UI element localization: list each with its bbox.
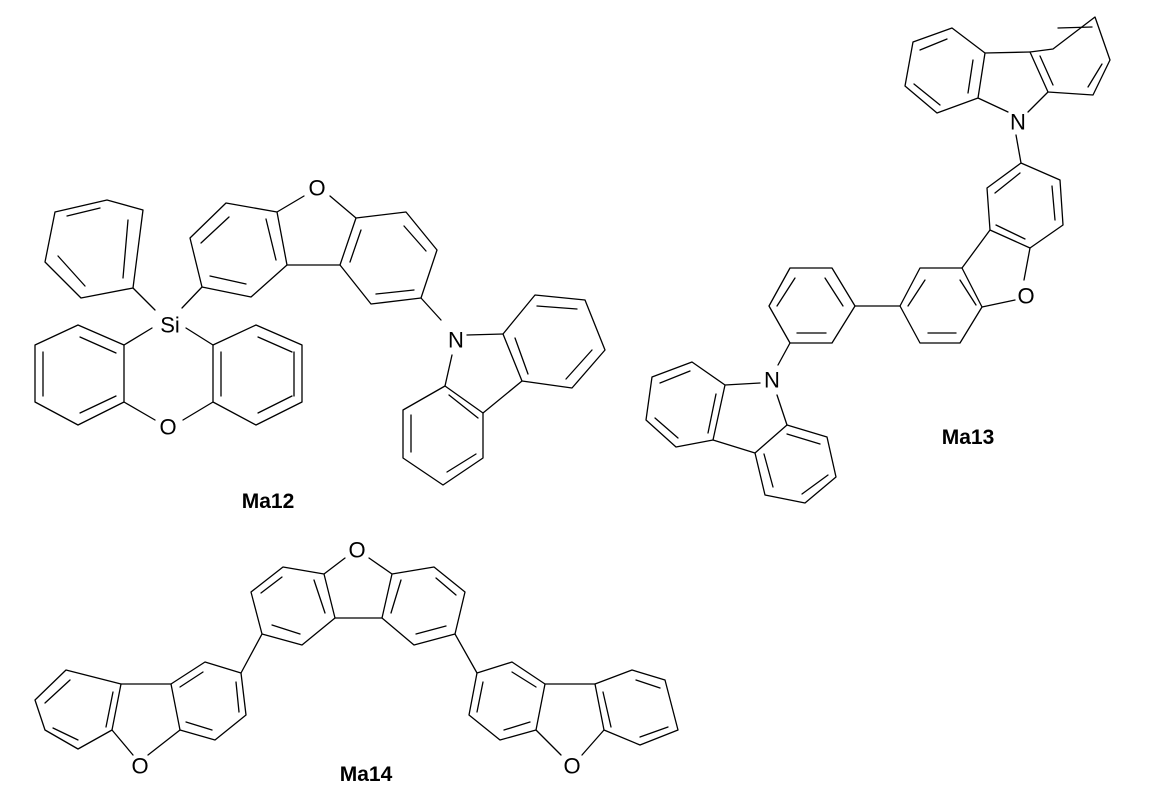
compound-ma12: Si O O N (34, 176, 606, 513)
ma13-n-atom-top: N (1010, 110, 1026, 135)
ma14-right-dibenzofuran: O (468, 661, 679, 779)
ma12-dibenzofuran-right-ring (339, 211, 438, 305)
ma14-o-atom-center: O (348, 538, 365, 563)
ma12-left-benzo-ring (34, 324, 125, 426)
ma12-label: Ma12 (242, 490, 295, 513)
ma13-o-atom: O (1017, 284, 1034, 309)
ma12-o-atom-phenoxasiline: O (159, 415, 176, 440)
ma14-label: Ma14 (340, 763, 393, 786)
compound-ma14: O O (34, 538, 679, 786)
ma13-label: Ma13 (942, 426, 995, 449)
ma14-left-dibenzofuran: O (34, 661, 247, 779)
ma12-phenyl-ring (44, 199, 156, 311)
ma14-central-dibenzofuran (250, 557, 466, 646)
ma12-si-atom: Si (160, 313, 180, 338)
ma14-o-atom-right: O (563, 754, 580, 779)
ma13-top-carbazole (904, 16, 1111, 114)
ma13-n-atom-bottom: N (764, 368, 780, 393)
ma13-phenylene (768, 267, 856, 344)
ma12-carbazole (402, 294, 606, 486)
ma13-dibenzofuran: O (899, 162, 1064, 344)
ma14-o-atom-left: O (131, 754, 148, 779)
ma12-right-benzo-ring (212, 324, 303, 426)
ma13-bottom-carbazole (645, 361, 837, 504)
ma12-o-atom-furan: O (308, 176, 325, 201)
ma12-dibenzofuran-left-ring (189, 202, 288, 298)
compound-ma13: N O N (645, 16, 1111, 504)
ma12-n-atom: N (448, 328, 464, 353)
